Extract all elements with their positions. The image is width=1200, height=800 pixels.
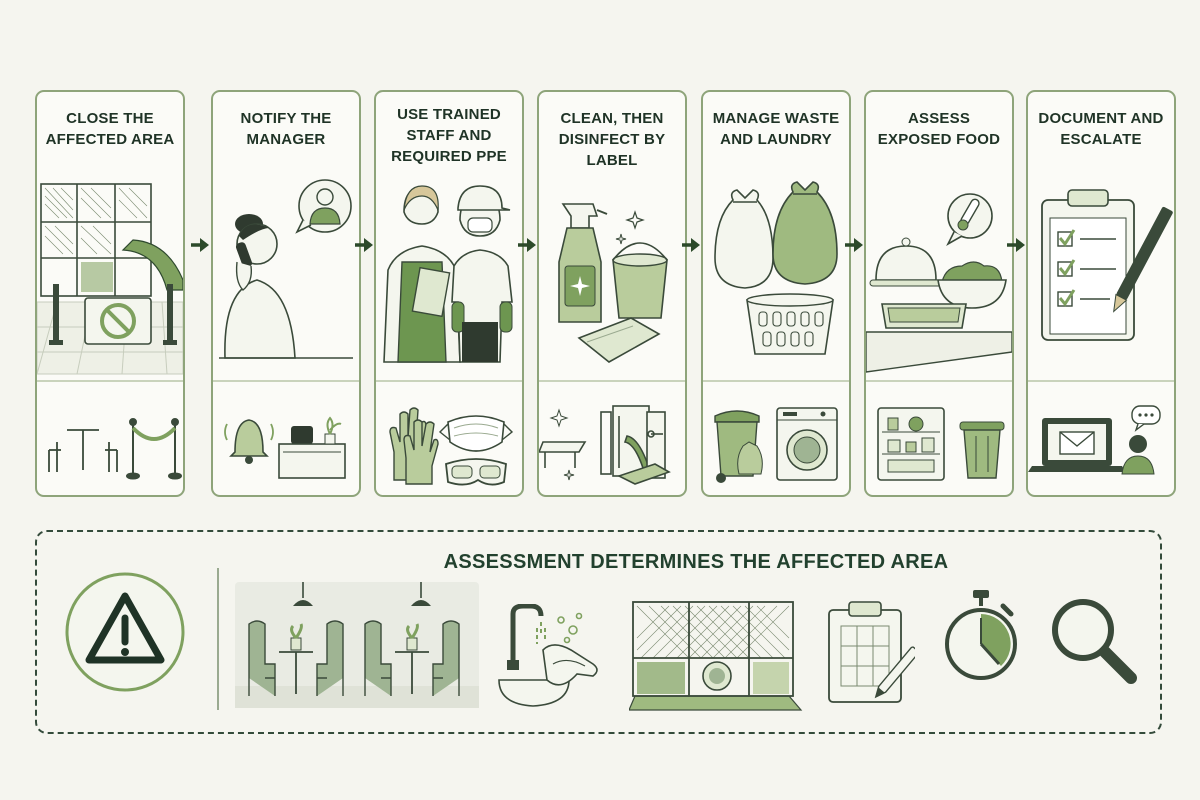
step-title: CLOSE THE AFFECTED AREA [41,108,179,150]
step-divider [37,380,183,382]
checklist-clipboard-icon [1041,189,1173,341]
step-title-line: ESCALATE [1060,131,1142,148]
goggles-icon [445,458,507,486]
step-divider [703,380,849,382]
step-title-line: REQUIRED PPE [391,148,507,165]
assessment-panel: ASSESSMENT DETERMINES THE AFFECTED AREA [35,530,1162,734]
arrow-right-icon [518,238,536,252]
step-title-line: AFFECTED AREA [45,131,175,148]
step-title: NOTIFY THE MANAGER [217,108,355,150]
waste-bin-icon [714,410,763,483]
arrow-right-icon [191,238,209,252]
step-card: MANAGE WASTE AND LAUNDRY [701,90,851,497]
step-divider [376,380,522,382]
step-title-line: CLOSE THE [66,110,154,127]
magnifier-icon [1052,599,1137,684]
step-title-line: AND LAUNDRY [720,131,832,148]
step-card: CLEAN, THEN DISINFECT BY LABEL [537,90,687,497]
washing-machine-icon [776,407,838,481]
exposed-food-icon [866,193,1012,373]
step-card: USE TRAINED STAFF AND REQUIRED PPE [374,90,524,497]
step-divider [539,380,685,382]
step-bottom-icons [877,407,1005,481]
manager-desk-icon [278,416,346,479]
step-title-line: EXPOSED FOOD [877,131,1001,148]
stopwatch-icon [945,590,1017,680]
closed-play-area-icon [37,183,183,375]
arrow-right-icon [682,238,700,252]
step-divider [213,380,359,382]
refrigerator-icon [877,407,945,481]
step-title-line: NOTIFY THE [240,110,332,127]
play-area-icon [629,601,803,711]
step-title: USE TRAINED STAFF AND REQUIRED PPE [380,104,518,167]
step-bottom-icons [389,407,514,486]
step-card: NOTIFY THE MANAGER [211,90,361,497]
step-title-line: CLEAN, THEN [560,110,664,127]
step-title: ASSESS EXPOSED FOOD [870,108,1008,150]
handwashing-icon [498,604,598,707]
step-title-line: MANAGE WASTE [712,110,840,127]
step-title-line: MANAGER [246,131,326,148]
panel-divider [217,568,219,710]
waste-bags-laundry-icon [714,181,838,355]
person-on-phone-icon [219,179,353,359]
step-card: ASSESS EXPOSED FOOD [864,90,1014,497]
step-bottom-icons [224,416,346,479]
step-title-line: STAFF AND [406,127,492,144]
step-title: CLEAN, THEN DISINFECT BY LABEL [543,108,681,171]
arrow-right-icon [845,238,863,252]
arrow-right-icon [1007,238,1025,252]
bell-icon [224,419,274,464]
floor-plan-clipboard-icon [828,601,915,703]
surfaces-icon [539,405,671,485]
step-title: DOCUMENT AND ESCALATE [1032,108,1170,150]
step-title-line: DISINFECT BY LABEL [558,131,666,169]
gloves-icon [389,407,439,485]
warning-icon [65,572,185,692]
rope-barrier-icon [126,418,182,480]
step-title-line: ASSESS [907,110,971,127]
step-bottom-icons [48,418,182,480]
laptop-email-icon [1028,405,1161,475]
step-card: CLOSE THE AFFECTED AREA [35,90,185,497]
step-divider [1028,380,1174,382]
step-divider [866,380,1012,382]
assessment-title: ASSESSMENT DETERMINES THE AFFECTED AREA [443,551,949,573]
arrow-right-icon [355,238,373,252]
dining-area-icon [235,582,479,708]
step-title-line: DOCUMENT AND [1038,110,1164,127]
trash-can-icon [959,421,1005,479]
trained-staff-icon [383,185,513,363]
cleaning-supplies-icon [558,203,668,363]
face-mask-icon [438,415,514,452]
step-card: DOCUMENT AND ESCALATE [1026,90,1176,497]
step-title-line: USE TRAINED [397,106,501,123]
dining-table-icon [48,429,118,472]
step-bottom-icons [714,407,838,483]
step-title: MANAGE WASTE AND LAUNDRY [707,108,845,150]
